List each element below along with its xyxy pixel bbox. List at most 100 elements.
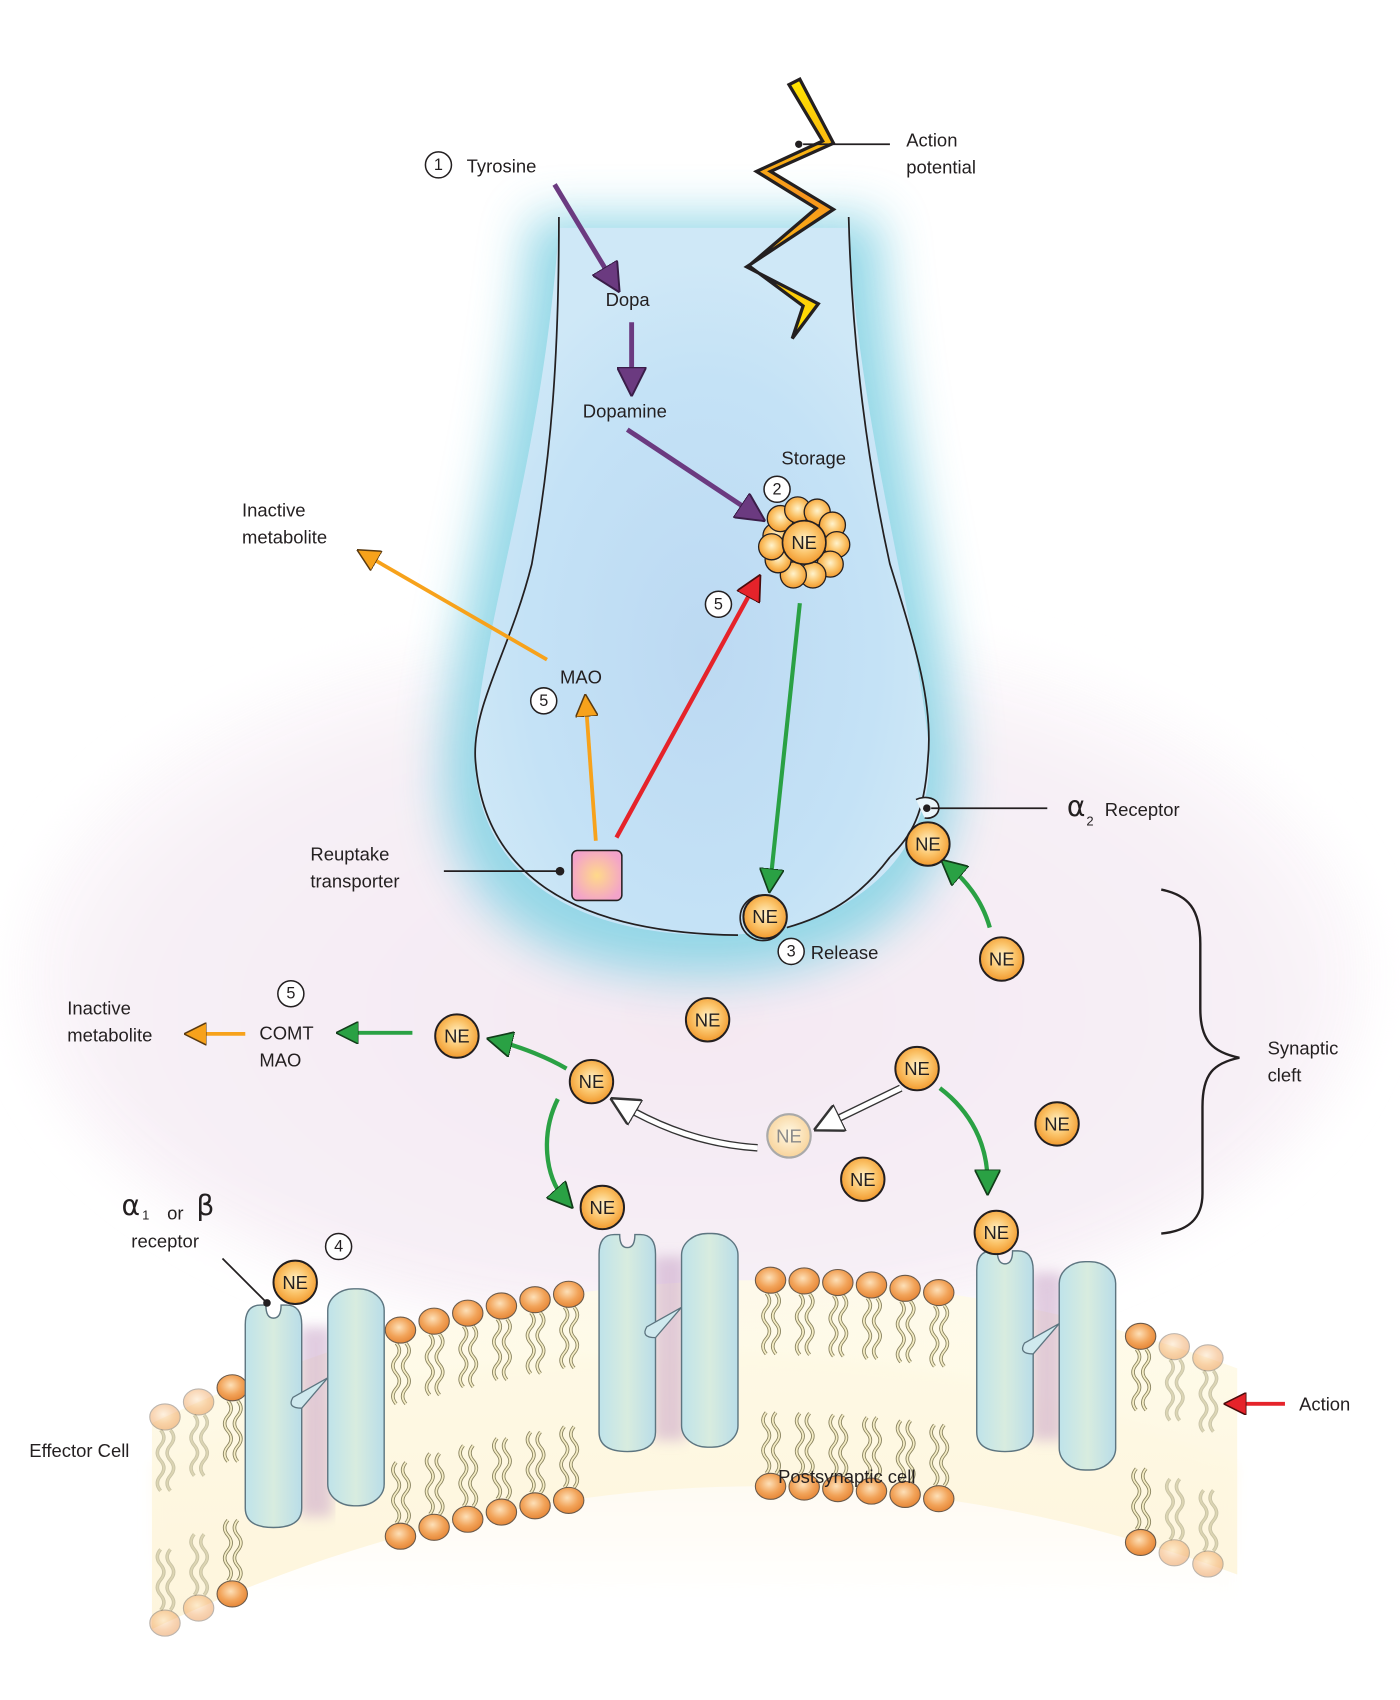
ne-label: NE xyxy=(915,834,941,855)
dopa-label: Dopa xyxy=(606,289,651,310)
phospholipid-head xyxy=(889,1480,921,1509)
alpha1-subscript: 1 xyxy=(142,1207,149,1222)
phospholipid-head xyxy=(384,1316,417,1344)
membrane-receptor-icon xyxy=(244,1288,385,1529)
phospholipid-head xyxy=(822,1268,854,1297)
ne-alpha2-bound: NE xyxy=(905,821,951,867)
ne-near-receptor: NE xyxy=(579,1184,626,1231)
ne-cleft: NE xyxy=(840,1156,886,1202)
alpha2-symbol: α xyxy=(1067,790,1086,823)
ne-cleft: NE xyxy=(979,936,1025,982)
phospholipid-head xyxy=(754,1472,787,1500)
reuptake-label-line2: transporter xyxy=(310,870,399,891)
ne-label: NE xyxy=(776,1125,802,1146)
ne-label: NE xyxy=(590,1197,616,1218)
vesicle-to-release-arrow xyxy=(771,602,802,881)
step-1-badge: 1 xyxy=(424,151,453,179)
alpha1-symbol: α xyxy=(122,1189,141,1222)
ne-label: NE xyxy=(444,1026,470,1047)
faded-ne-to-ne-arrow xyxy=(623,1105,758,1151)
phospholipid-head xyxy=(1124,1322,1157,1350)
receptors xyxy=(244,1232,1117,1529)
beta-symbol: β xyxy=(196,1189,214,1222)
ne-label: NE xyxy=(282,1272,308,1293)
receptor-label: receptor xyxy=(131,1231,199,1252)
phospholipid-head xyxy=(1158,1333,1190,1361)
phospholipid-head xyxy=(788,1473,820,1501)
svg-text:4: 4 xyxy=(334,1238,343,1256)
tyrosine-label: Tyrosine xyxy=(467,155,537,176)
svg-text:5: 5 xyxy=(286,985,295,1003)
reuptake-label-line1: Reuptake xyxy=(310,843,389,864)
effector-cell-label: Effector Cell xyxy=(29,1440,129,1461)
ne-label: NE xyxy=(695,1009,721,1030)
phospholipid-head xyxy=(552,1486,585,1514)
phospholipid-head xyxy=(485,1498,518,1526)
svg-text:5: 5 xyxy=(539,692,548,710)
mao-top-label: MAO xyxy=(560,666,602,687)
phospholipid-head xyxy=(149,1403,181,1431)
phospholipid-head xyxy=(182,1388,215,1416)
ne-label: NE xyxy=(850,1169,876,1190)
lightning-bolt-icon xyxy=(743,77,890,340)
inactive-metabolite-left-line1: Inactive xyxy=(67,997,131,1018)
receptor-leader-line xyxy=(221,1257,266,1302)
phospholipid-head xyxy=(485,1292,518,1320)
phospholipid-head xyxy=(1158,1539,1190,1567)
dopamine-label: Dopamine xyxy=(583,401,667,422)
svg-text:5: 5 xyxy=(714,595,723,613)
synaptic-cleft-background xyxy=(21,618,1368,1335)
phospholipid-head xyxy=(452,1299,484,1327)
ne-release-site: NE xyxy=(739,894,788,942)
phospholipid-head xyxy=(1124,1528,1157,1556)
reuptake-to-vesicle-arrow xyxy=(614,586,754,839)
phospholipid-head xyxy=(418,1513,450,1541)
synaptic-cleft-label-line2: cleft xyxy=(1268,1065,1302,1086)
svg-text:2: 2 xyxy=(773,480,782,498)
mao-left-label: MAO xyxy=(259,1049,301,1070)
phospholipid-head xyxy=(855,1271,888,1299)
postsynaptic-cell-label: Postsynaptic cell xyxy=(778,1466,915,1487)
phospholipid-head xyxy=(788,1267,820,1295)
alpha2-receptor-icon xyxy=(915,796,1048,820)
axon-membrane-left xyxy=(474,216,738,937)
synaptic-cleft-label-line1: Synaptic xyxy=(1268,1038,1339,1059)
phospholipid-head xyxy=(452,1505,484,1533)
action-potential-label-line2: potential xyxy=(906,157,976,178)
phospholipid-head xyxy=(216,1374,248,1402)
step-5-badge-mao: 5 xyxy=(529,687,558,715)
presynaptic-axon-terminal xyxy=(444,216,956,977)
storage-label: Storage xyxy=(781,447,846,468)
action-potential-label-line1: Action xyxy=(906,129,957,150)
ne-to-faded-ne-arrow xyxy=(827,1085,902,1124)
ne-to-comt: NE xyxy=(434,1013,480,1059)
phospholipid-head xyxy=(923,1278,955,1307)
mao-to-metabolite-arrow xyxy=(367,555,548,662)
membrane-receptor-icon xyxy=(976,1250,1117,1471)
ne-cleft: NE xyxy=(894,1045,940,1092)
inactive-metabolite-top-line1: Inactive xyxy=(242,499,306,520)
action-label: Action xyxy=(1299,1393,1350,1414)
alpha2-receptor-label: Receptor xyxy=(1105,799,1180,820)
reuptake-transporter-icon xyxy=(443,849,623,902)
phospholipid-head xyxy=(923,1485,955,1513)
ne-cleft: NE xyxy=(684,997,731,1043)
step-3-badge: 3 xyxy=(777,937,805,966)
tyrosine-to-dopa-arrow xyxy=(552,183,613,279)
ne-receptor-bound: NE xyxy=(973,1209,1019,1256)
ne-to-alpha2-arrow xyxy=(951,868,992,929)
phospholipid-head xyxy=(754,1266,787,1294)
phospholipid-head xyxy=(1192,1550,1224,1578)
postsynaptic-membrane xyxy=(149,1266,1238,1637)
step-4-badge: 4 xyxy=(324,1232,353,1261)
curly-brace-icon xyxy=(1161,888,1240,1235)
phospholipid-head xyxy=(519,1286,551,1314)
phospholipid-head xyxy=(889,1274,921,1302)
ne-label: NE xyxy=(989,949,1015,970)
vesicle-ne-label: NE xyxy=(791,532,817,553)
alpha2-subscript: 2 xyxy=(1086,814,1093,829)
alpha1-or-label: or xyxy=(167,1202,183,1223)
transporter-to-mao-arrow xyxy=(586,705,596,841)
